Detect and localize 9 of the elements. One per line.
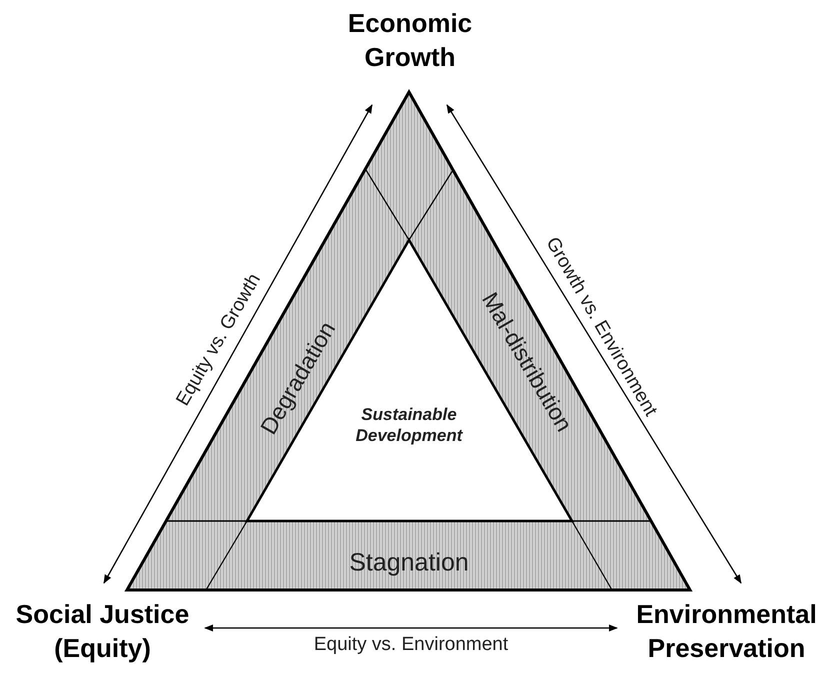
double-arrow [204, 624, 618, 632]
double-arrow [103, 104, 373, 584]
vertex-label: Economic Growth [346, 7, 474, 74]
band-label: Stagnation [349, 547, 469, 578]
vertex-label: Social Justice (Equity) [14, 598, 190, 665]
edge-label: Equity vs. Environment [314, 633, 508, 657]
vertex-label: Environmental Preservation [635, 598, 818, 665]
center-label: Sustainable Development [354, 404, 464, 446]
double-arrow [446, 104, 742, 584]
